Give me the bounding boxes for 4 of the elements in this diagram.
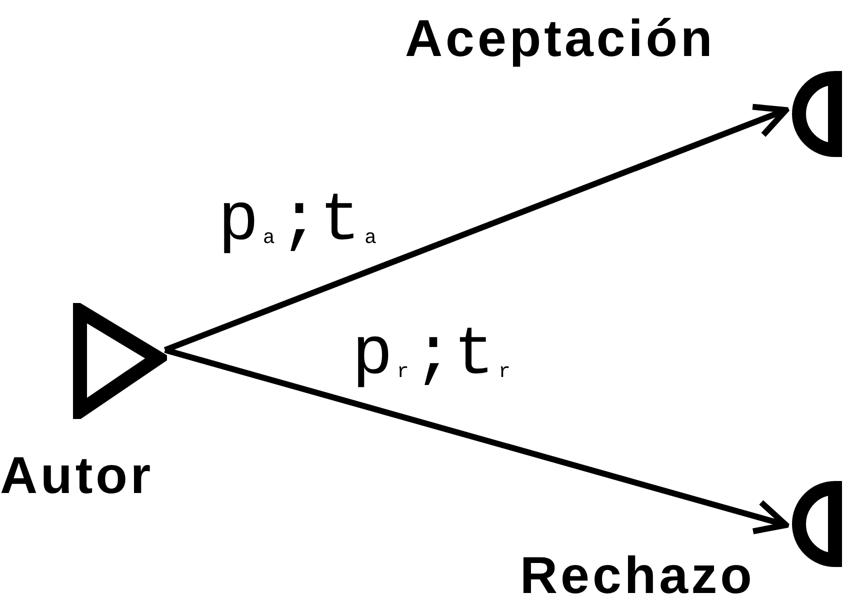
node-label: Rechazo [520, 550, 755, 602]
node-label: Autor [0, 450, 154, 502]
arrow [164, 347, 789, 534]
node-label: Aceptación [405, 13, 716, 65]
